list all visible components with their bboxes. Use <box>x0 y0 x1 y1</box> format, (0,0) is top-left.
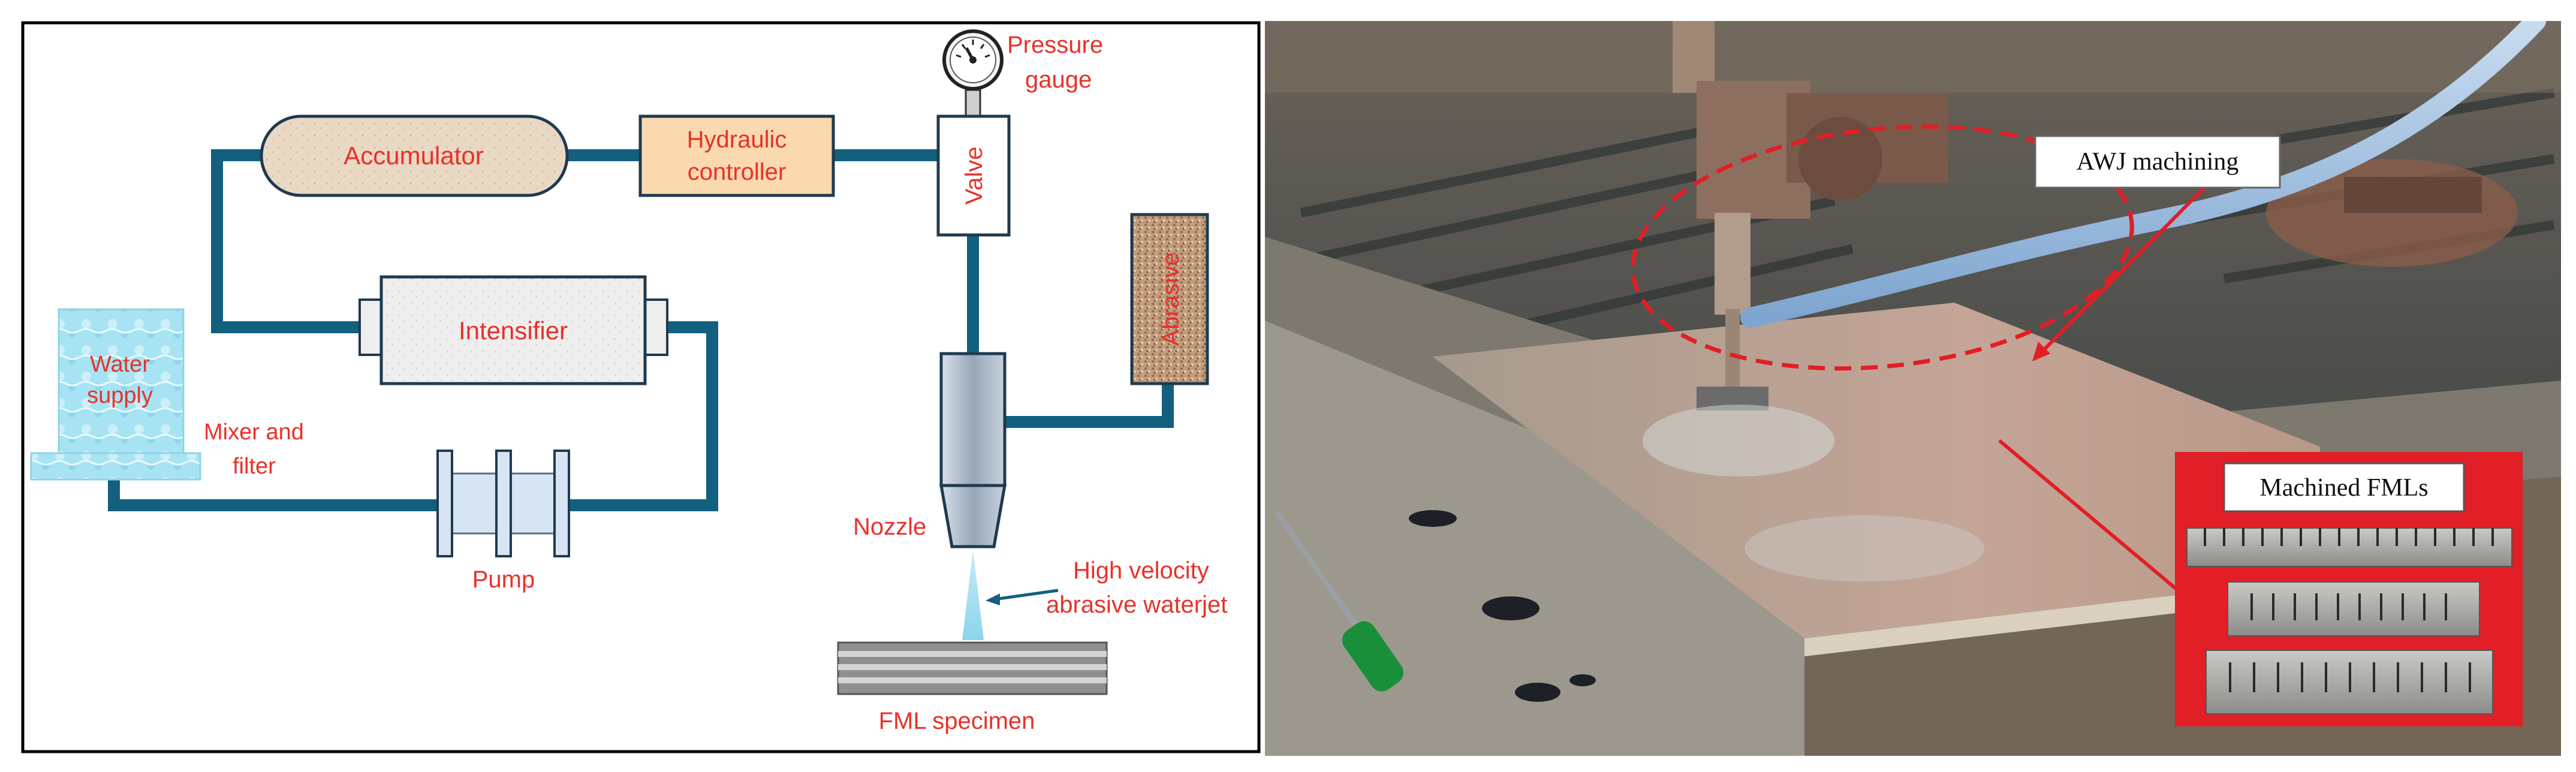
workpiece-plate <box>1433 303 2320 638</box>
specimen-label: FML specimen <box>879 708 1035 734</box>
hydraulic-controller <box>638 114 835 197</box>
nozzle-label: Nozzle <box>853 514 926 540</box>
valve <box>936 114 1011 237</box>
water-supply-tank <box>58 308 185 454</box>
intensifier-right-cap <box>643 298 668 356</box>
mixer-label-1: Mixer and <box>204 420 304 445</box>
accumulator <box>260 114 569 197</box>
pipe-network <box>108 149 1174 511</box>
fml-sample-3 <box>2206 650 2493 714</box>
cut-zone-highlight <box>1631 124 2134 371</box>
fml-sample-2 <box>2227 581 2480 637</box>
awj-label: AWJ machining <box>2077 148 2239 176</box>
screwdriver <box>1275 511 1404 692</box>
pump <box>436 450 570 557</box>
pump-label: Pump <box>472 566 535 593</box>
accumulator-label: Accumulator <box>344 141 483 170</box>
fml-sample-1 <box>2186 527 2512 567</box>
abrasive-waterjet <box>962 550 984 640</box>
awj-machining-photo: AWJ machining Machined FMLs <box>1265 21 2561 756</box>
intensifier-left-cap <box>358 298 384 356</box>
machined-label: Machined FMLs <box>2259 474 2428 502</box>
mixer-label-2: filter <box>233 454 276 479</box>
awj-label-box <box>2034 135 2281 189</box>
awj-process-schematic: Water supply Mixer and filter Accumulato… <box>21 21 1261 753</box>
fml-specimen <box>837 641 1108 695</box>
intensifier-label: Intensifier <box>459 316 568 345</box>
machined-fmls-inset: Machined FMLs <box>2175 452 2523 726</box>
water-supply-label-2: supply <box>87 383 153 408</box>
valve-label: Valve <box>961 146 987 204</box>
abrasive-hose <box>1740 21 2546 328</box>
pipe-accumulator-loop <box>211 149 360 333</box>
water-supply-label-1: Water <box>90 352 150 377</box>
abrasive-debris <box>1409 510 1596 702</box>
water-mist <box>1643 405 1834 477</box>
jet-label-1: High velocity <box>1073 557 1209 584</box>
pipe-pump-to-filter <box>108 477 438 511</box>
intensifier <box>379 275 647 385</box>
jet-label-2: abrasive waterjet <box>1046 592 1227 618</box>
pressure-gauge-label-1: Pressure <box>1007 32 1103 58</box>
pipe-abrasive-feed <box>1001 384 1174 428</box>
jet-arrow-icon <box>986 589 1059 605</box>
hydraulic-label-1: Hydraulic <box>687 126 787 153</box>
awj-callout-arrow-icon <box>2032 181 2211 361</box>
pipe-intensifier-to-pump <box>567 321 718 511</box>
mixer-filter <box>30 452 201 481</box>
machined-label-box <box>2223 462 2465 512</box>
hydraulic-label-2: controller <box>688 159 787 185</box>
abrasive-hopper <box>1130 213 1209 385</box>
nozzle <box>939 352 1007 548</box>
abrasive-label: Abrasive <box>1158 252 1184 346</box>
cutting-head <box>1673 21 1948 411</box>
pressure-gauge-label-2: gauge <box>1025 67 1092 93</box>
